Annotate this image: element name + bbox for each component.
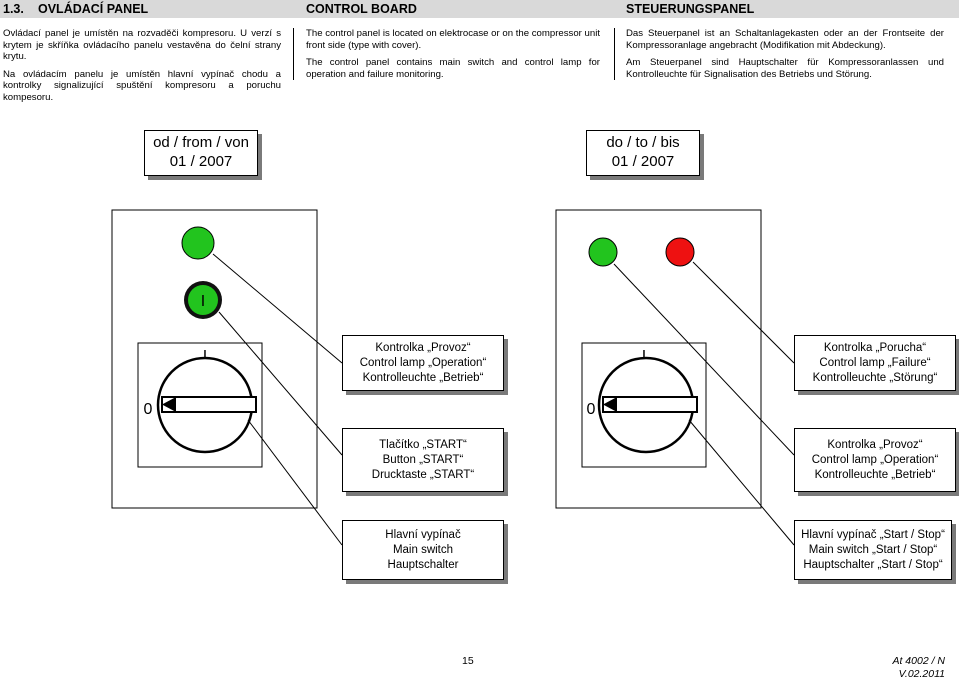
callout-text: Kontrolleuchte „Betrieb“ xyxy=(362,371,484,384)
document-version: V.02.2011 xyxy=(898,668,945,680)
description-cz: Ovládací panel je umístěn na rozvaděči k… xyxy=(3,28,281,109)
leader-line xyxy=(613,263,795,456)
from-date-box: od / from / von 01 / 2007 xyxy=(144,130,258,176)
callout-failure-lamp: Kontrolka „Porucha“ Control lamp „Failur… xyxy=(794,335,956,391)
from-date-label: od / from / von xyxy=(153,134,249,151)
left-operation-lamp-icon xyxy=(181,226,215,260)
to-date-label: do / to / bis xyxy=(606,134,680,151)
page-number: 15 xyxy=(462,655,474,667)
description-en-p1: The control panel is located on elektroc… xyxy=(306,28,600,51)
description-cz-p2: Na ovládacím panelu je umístěn hlavní vy… xyxy=(3,68,281,103)
right-switch-off-label: 0 xyxy=(587,401,596,418)
right-switch-on-label: I xyxy=(642,348,646,365)
description-en-p2: The control panel contains main switch a… xyxy=(306,57,600,80)
left-switch-handle-icon xyxy=(161,396,257,413)
column-divider xyxy=(293,28,294,80)
left-switch-off-label: 0 xyxy=(144,401,153,418)
callout-text: Control lamp „Operation“ xyxy=(359,356,487,369)
to-date-box: do / to / bis 01 / 2007 xyxy=(586,130,700,176)
start-button-icon xyxy=(188,285,218,315)
from-date-value: 01 / 2007 xyxy=(169,153,233,170)
section-title-en: CONTROL BOARD xyxy=(306,2,417,16)
column-divider xyxy=(614,28,615,80)
callout-text: Kontrolleuchte „Betrieb“ xyxy=(814,468,936,481)
callout-text: Kontrolleuchte „Störung“ xyxy=(812,371,938,384)
callout-right-operation-lamp: Kontrolka „Provoz“ Control lamp „Operati… xyxy=(794,428,956,492)
description-en: The control panel is located on elektroc… xyxy=(306,28,600,86)
callout-left-operation-lamp: Kontrolka „Provoz“ Control lamp „Operati… xyxy=(342,335,504,391)
callout-text: Drucktaste „START“ xyxy=(371,468,475,481)
left-switch-on-label: I xyxy=(203,348,207,365)
to-date-value: 01 / 2007 xyxy=(611,153,675,170)
description-de-p1: Das Steuerpanel ist an Schaltanlagekaste… xyxy=(626,28,944,51)
leader-line xyxy=(692,261,795,364)
callout-text: Hauptschalter xyxy=(387,558,459,571)
callout-text: Control lamp „Failure“ xyxy=(819,356,931,369)
callout-text: Main switch „Start / Stop“ xyxy=(808,543,938,556)
leader-line xyxy=(247,419,343,546)
header-bar xyxy=(0,0,959,18)
section-title-de: STEUERUNGSPANEL xyxy=(626,2,755,16)
callout-text: Main switch xyxy=(392,543,454,556)
leader-line xyxy=(688,419,795,546)
callout-text: Button „START“ xyxy=(382,453,464,466)
leader-line xyxy=(218,311,343,456)
description-cz-p1: Ovládací panel je umístěn na rozvaděči k… xyxy=(3,28,281,62)
callout-text: Hauptschalter „Start / Stop“ xyxy=(803,558,943,571)
callout-text: Hlavní vypínač „Start / Stop“ xyxy=(801,528,945,541)
callout-text: Kontrolka „Provoz“ xyxy=(827,438,923,451)
callout-text: Kontrolka „Porucha“ xyxy=(823,341,927,354)
right-switch-handle-icon xyxy=(602,396,698,413)
callout-text: Kontrolka „Provoz“ xyxy=(375,341,471,354)
callout-text: Tlačítko „START“ xyxy=(379,438,467,451)
right-failure-lamp-icon xyxy=(665,237,695,267)
callout-text: Hlavní vypínač xyxy=(385,528,461,541)
right-operation-lamp-icon xyxy=(588,237,618,267)
left-switch-pointer-icon xyxy=(162,397,176,412)
right-switch-pointer-icon xyxy=(603,397,617,412)
section-number: 1.3. xyxy=(3,2,24,16)
leader-line xyxy=(212,253,343,364)
section-title-cz: OVLÁDACÍ PANEL xyxy=(38,2,149,16)
document-code: At 4002 / N xyxy=(892,655,945,667)
callout-left-main-switch: Hlavní vypínač Main switch Hauptschalter xyxy=(342,520,504,580)
description-de-p2: Am Steuerpanel sind Hauptschalter für Ko… xyxy=(626,57,944,80)
callout-start-button: Tlačítko „START“ Button „START“ Drucktas… xyxy=(342,428,504,492)
callout-text: Control lamp „Operation“ xyxy=(811,453,939,466)
callout-right-main-switch: Hlavní vypínač „Start / Stop“ Main switc… xyxy=(794,520,952,580)
start-button-label: I xyxy=(201,293,205,310)
description-de: Das Steuerpanel ist an Schaltanlagekaste… xyxy=(626,28,944,86)
